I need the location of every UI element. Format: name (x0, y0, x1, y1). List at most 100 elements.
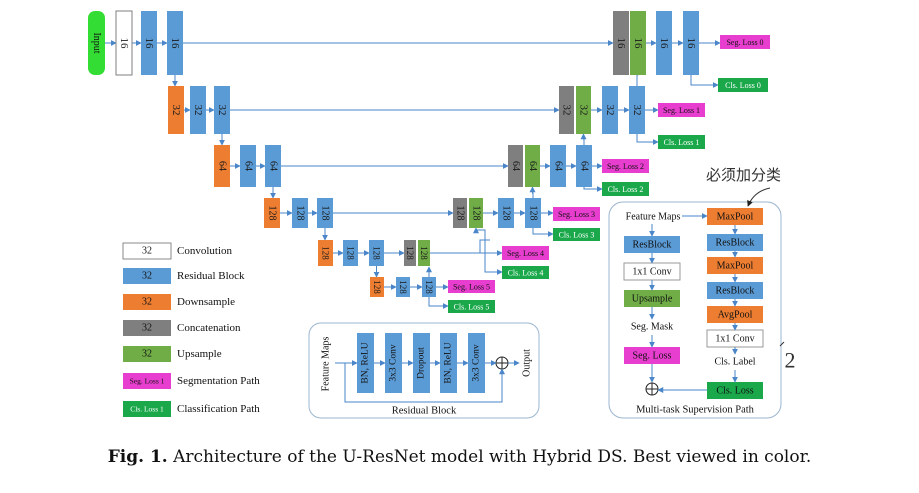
classification-loss-cls0: Cls. Loss 0 (718, 78, 768, 92)
res-block-rect (265, 145, 281, 187)
res-block-label: 128 (528, 206, 539, 221)
handwritten-tick (779, 341, 785, 347)
res-block-rect (141, 11, 157, 75)
legend-swatch (123, 346, 171, 362)
multitask-add-icon (645, 382, 659, 396)
res-block-label: 64 (243, 161, 254, 171)
loss-box-label: Seg. Loss 2 (607, 162, 644, 171)
loss-box-rect (602, 159, 649, 173)
res-block-l3_res_b: 64 (265, 145, 281, 187)
multitask-cls-label-text: Cls. Label (714, 357, 755, 368)
res-block-rect (550, 145, 566, 187)
classification-loss-cls3: Cls. Loss 3 (553, 228, 600, 241)
down-block-rect (318, 240, 333, 266)
multitask-seg-mask-label: Seg. Mask (631, 322, 673, 333)
legend-swatch (123, 268, 171, 284)
multitask-cls-loss-label: Cls. Loss (716, 386, 753, 397)
connector-arrow (583, 186, 603, 192)
down-block-l2_down: 32 (168, 86, 184, 134)
connector-arrow (636, 134, 659, 145)
classification-loss-cls5: Cls. Loss 5 (448, 300, 495, 313)
multitask-cls-maxpool-1-label: MaxPool (717, 212, 754, 223)
multitask-cls-loss-rect (707, 382, 763, 399)
cat-block-label: 128 (405, 246, 415, 260)
res-block-rect (369, 240, 384, 266)
res-block-label: 128 (372, 246, 382, 260)
handwritten-arrow-icon (747, 187, 771, 207)
multitask-seg-loss: Seg. Loss (624, 347, 680, 364)
legend-swatch (123, 401, 171, 417)
multitask-cls-avgpool-label: AvgPool (718, 310, 753, 321)
res-block-rect (602, 86, 618, 134)
down-block-label: 128 (267, 206, 278, 221)
loss-box-label: Seg. Loss 3 (558, 210, 595, 219)
loss-box-label: Seg. Loss 0 (726, 38, 763, 47)
res-block-l6_res_a: 128 (396, 277, 410, 297)
res-block-rect (683, 11, 699, 75)
legend-swatch (122, 242, 172, 260)
conv-block-l1_conv: 16 (115, 10, 133, 76)
res-block-label: 64 (268, 161, 279, 171)
res-block-rect (190, 86, 206, 134)
res-block-label: 64 (579, 161, 590, 171)
legend-swatch-label: Cls. Loss 1 (130, 405, 164, 414)
multitask-cls-avgpool-rect (707, 306, 763, 323)
down-block-rect (214, 145, 230, 187)
input-block-rect (88, 11, 105, 75)
residual-block-output-label: Output (522, 349, 533, 377)
res-block-rect (422, 277, 436, 297)
down-block-label: 64 (217, 161, 228, 171)
up-block-label: 128 (471, 206, 482, 221)
cat-block-label: 64 (510, 161, 521, 171)
connector-arrow (428, 297, 449, 309)
loss-box-rect (502, 266, 549, 279)
up-block-label: 32 (578, 105, 590, 116)
connector-arrow (580, 133, 587, 145)
up-block-d1_up: 16 (630, 11, 646, 75)
caption-text: Architecture of the U-ResNet model with … (173, 447, 812, 467)
loss-box-label: Seg. Loss 4 (507, 249, 544, 258)
residual-step-rect (385, 333, 402, 393)
connector-arrow (532, 228, 554, 237)
input-block: Input (88, 11, 105, 75)
loss-box-rect (658, 135, 705, 149)
loss-box-rect (720, 35, 770, 49)
multitask-seg-resblock-rect (624, 236, 680, 253)
cat-block-rect (453, 198, 467, 228)
up-block-label: 128 (419, 246, 429, 260)
legend-label: Segmentation Path (177, 375, 260, 387)
cat-block-d1_cat: 16 (613, 11, 629, 75)
res-block-l5_res_b: 128 (369, 240, 384, 266)
res-block-label: 128 (424, 280, 434, 294)
legend-label: Convolution (177, 245, 233, 257)
loss-box-rect (448, 280, 495, 293)
handwritten-note: 必须加分类 (706, 167, 781, 184)
res-block-rect (343, 240, 358, 266)
res-block-label: 32 (192, 105, 204, 116)
residual-block-step-5: 3x3 Conv (468, 333, 485, 393)
loss-box-label: Seg. Loss 5 (453, 283, 490, 292)
segmentation-loss-seg0: Seg. Loss 0 (720, 35, 770, 49)
cat-block-rect (404, 240, 416, 266)
legend-item-classification: Cls. Loss 1 Classification Path (123, 401, 260, 417)
multitask-cls-loss: Cls. Loss (707, 382, 763, 399)
multitask-cls-maxpool-2: MaxPool (707, 257, 763, 274)
cat-block-d3_cat: 64 (508, 145, 523, 187)
residual-block-title: Residual Block (392, 406, 457, 417)
down-block-label: 32 (170, 105, 182, 116)
res-block-l3_res_a: 64 (240, 145, 256, 187)
legend-label: Classification Path (177, 403, 260, 415)
legend-swatch-label: 32 (142, 297, 152, 308)
figure-caption: Fig. 1. Architecture of the U-ResNet mod… (0, 447, 919, 467)
multitask-seg-upsample-label: Upsample (632, 294, 673, 305)
res-block-rect (396, 277, 410, 297)
res-block-d5_res: 128 (422, 277, 436, 297)
up-block-d5_up: 128 (418, 240, 430, 266)
cat-block-rect (559, 86, 574, 134)
legend-swatch-label: 32 (142, 349, 152, 360)
